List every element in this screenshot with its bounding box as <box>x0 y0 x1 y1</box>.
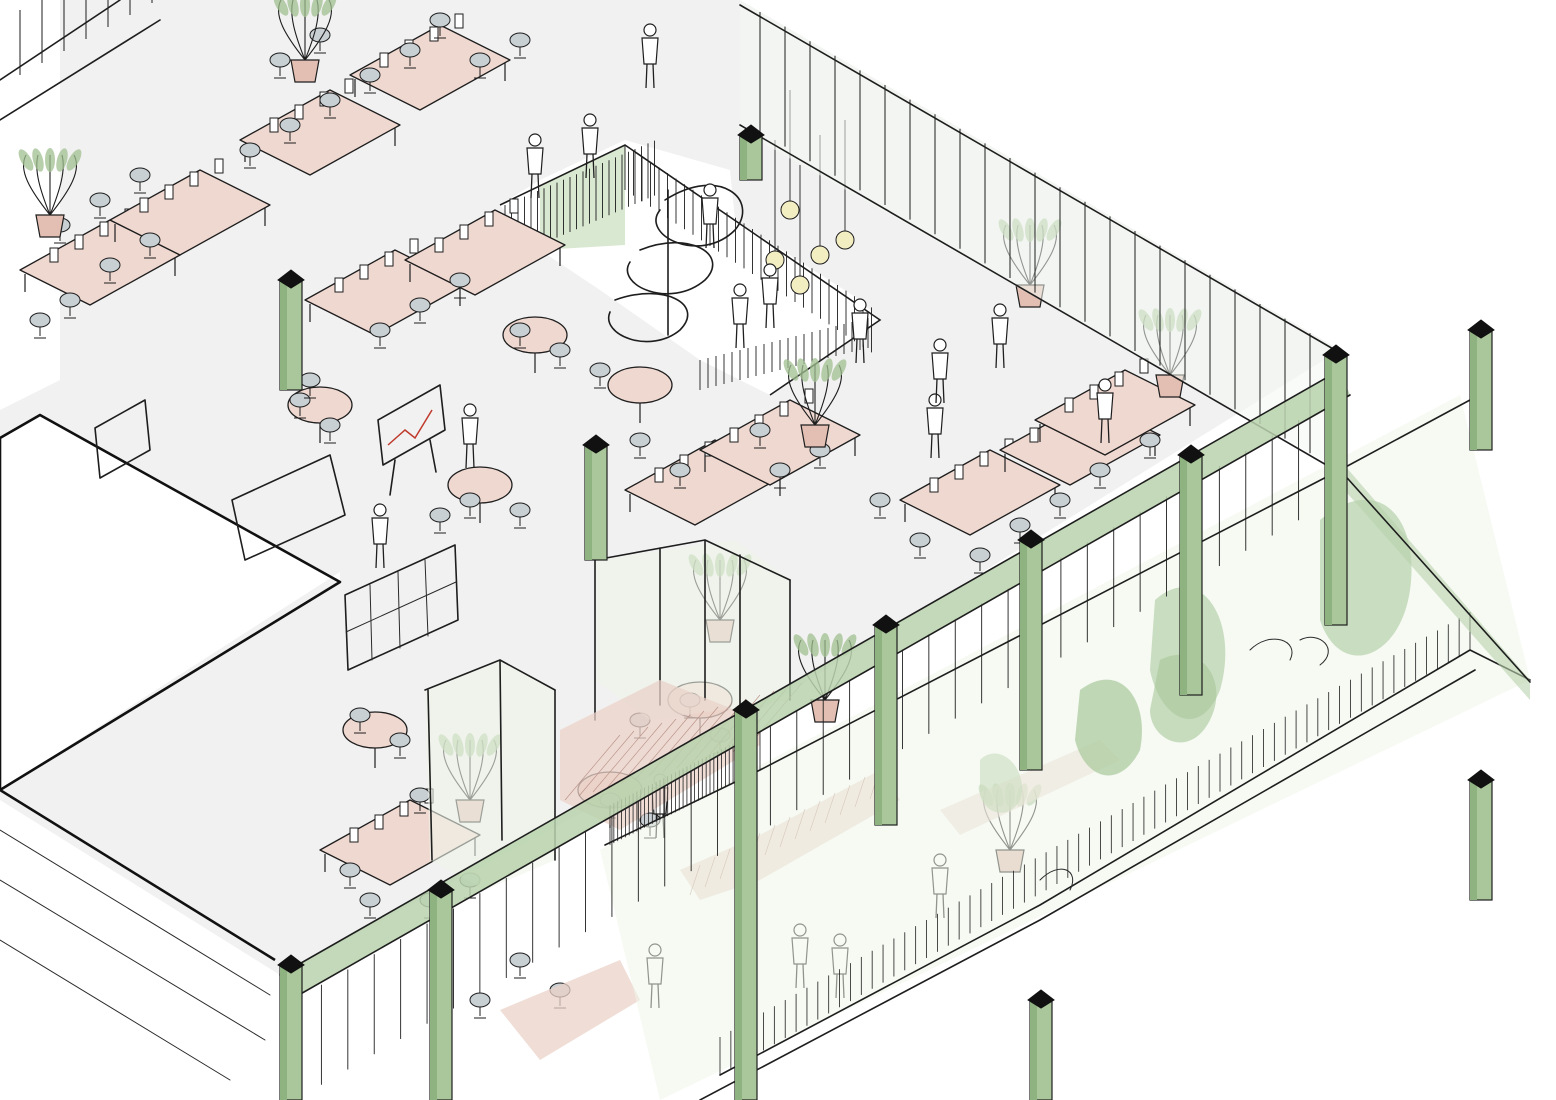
column-icon <box>1177 444 1205 696</box>
office-chair-icon <box>349 707 371 734</box>
office-chair-icon <box>359 892 381 919</box>
office-chair-icon <box>269 52 291 79</box>
person-figure-icon <box>641 23 659 89</box>
person-figure-icon <box>731 283 749 349</box>
office-chair-icon <box>29 312 51 339</box>
person-figure-icon <box>371 503 389 569</box>
desk-cluster-icon <box>404 198 566 296</box>
presentation-board-icon <box>377 384 446 496</box>
column-icon <box>1467 769 1495 901</box>
person-figure-icon <box>761 263 779 329</box>
office-chair-icon <box>509 502 531 529</box>
office-chair-icon <box>339 862 361 889</box>
office-chair-icon <box>279 117 301 144</box>
pendant-lamps <box>765 90 855 295</box>
office-chair-icon <box>289 392 311 419</box>
office-chair-icon <box>409 297 431 324</box>
office-chair-icon <box>89 192 111 219</box>
pendant-lamp-icon <box>790 165 810 295</box>
office-chair-icon <box>969 547 991 574</box>
office-chair-icon <box>909 532 931 559</box>
office-chair-icon <box>769 462 791 489</box>
desk-cluster-icon <box>1034 358 1196 456</box>
office-chair-icon <box>509 32 531 59</box>
office-chair-icon <box>1139 432 1161 459</box>
person-figure-icon <box>991 303 1009 369</box>
slab-edges <box>279 369 1531 1001</box>
office-chair-icon <box>469 992 491 1019</box>
shelving-units <box>94 399 459 671</box>
curtain-wall-glazing <box>0 0 1336 1100</box>
office-chair-icon <box>99 257 121 284</box>
office-chair-icon <box>59 292 81 319</box>
column-icon <box>872 614 900 826</box>
structural-columns <box>277 124 1495 1100</box>
round-table-icon <box>607 366 673 423</box>
desk-cluster-icon <box>239 78 401 176</box>
office-chairs <box>29 12 1161 1019</box>
column-icon <box>582 434 610 561</box>
office-chair-icon <box>449 272 471 299</box>
office-chair-icon <box>549 342 571 369</box>
core-block <box>0 413 342 1081</box>
potted-plant-icon <box>273 0 337 83</box>
office-chair-icon <box>359 67 381 94</box>
office-chair-icon <box>369 322 391 349</box>
office-chair-icon <box>589 362 611 389</box>
column-icon <box>1027 989 1055 1100</box>
column-icon <box>277 269 305 391</box>
office-chair-icon <box>869 492 891 519</box>
column-icon <box>732 699 760 1100</box>
person-figure-icon <box>931 338 949 404</box>
column-icon <box>277 954 305 1100</box>
column-icon <box>1467 319 1495 451</box>
office-chair-icon <box>669 462 691 489</box>
person-figure-icon <box>926 393 944 459</box>
column-icon <box>1017 529 1045 771</box>
column-icon <box>737 124 765 181</box>
meeting-room-glass <box>424 539 791 890</box>
person-figure-icon <box>851 298 869 364</box>
office-chair-icon <box>319 417 341 444</box>
office-chair-icon <box>629 432 651 459</box>
person-figure-icon <box>526 133 544 199</box>
office-chair-icon <box>429 12 451 39</box>
office-chair-icon <box>509 952 531 979</box>
office-chair-icon <box>239 142 261 169</box>
office-chair-icon <box>749 422 771 449</box>
person-figure-icon <box>1096 378 1114 444</box>
office-chair-icon <box>399 42 421 69</box>
office-chair-icon <box>469 52 491 79</box>
office-chair-icon <box>1089 462 1111 489</box>
office-chair-icon <box>459 492 481 519</box>
person-figure-icon <box>701 183 719 249</box>
atrium-void <box>499 90 882 396</box>
office-chair-icon <box>319 92 341 119</box>
office-chair-icon <box>129 167 151 194</box>
office-chair-icon <box>429 507 451 534</box>
office-chair-icon <box>1049 492 1071 519</box>
office-chair-icon <box>509 322 531 349</box>
office-chair-icon <box>389 732 411 759</box>
spiral-stair-icon <box>607 184 744 343</box>
potted-plant-icon <box>783 358 847 448</box>
column-icon <box>1322 344 1350 626</box>
person-figure-icon <box>581 113 599 179</box>
office-chair-icon <box>139 232 161 259</box>
column-icon <box>427 879 455 1100</box>
potted-plant-icon <box>18 148 82 238</box>
person-figure-icon <box>461 403 479 469</box>
